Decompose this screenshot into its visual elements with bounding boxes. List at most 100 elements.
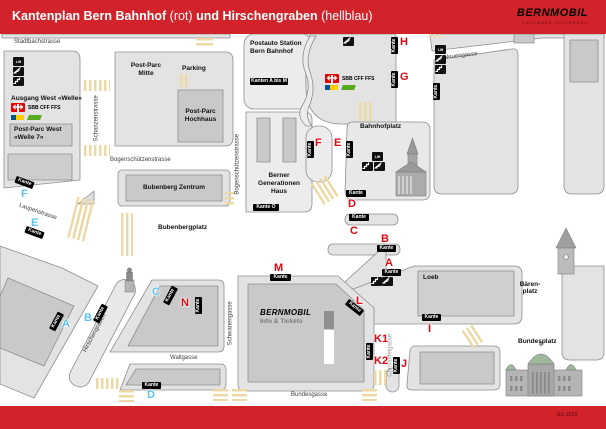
stairs-icon xyxy=(13,77,24,86)
building-bundesgasse-south-inner xyxy=(419,351,495,385)
label-postparc-mitte-2: Mitte xyxy=(138,70,154,77)
building-laupenstrasse-south-inner xyxy=(0,277,75,367)
kante-letter-j-rot: J xyxy=(401,358,408,370)
kante-badge-i: Kante xyxy=(422,314,441,321)
kante-letter-b-rot: B xyxy=(381,233,389,245)
crosswalk xyxy=(121,213,133,256)
building-generationen-wing1 xyxy=(256,117,271,163)
crosswalk xyxy=(196,38,213,47)
crosswalk xyxy=(225,192,234,205)
place-bubenbergplatz: Bubenbergplatz xyxy=(158,224,208,231)
lift-icon: Lift xyxy=(435,45,446,54)
kante-letter-i-rot: I xyxy=(428,323,432,335)
building-postparc-hochhaus xyxy=(177,89,224,143)
place-baerenplatz-line1: Bären- xyxy=(519,281,541,288)
building-postparc-west-inner2 xyxy=(7,153,73,181)
street-wallgasse: Wallgasse xyxy=(170,355,198,361)
building-kaefigturm-block xyxy=(561,265,605,361)
sbb-logo-box xyxy=(11,103,25,112)
crosswalk xyxy=(232,389,247,401)
place-baerenplatz-line2: platz xyxy=(522,288,538,295)
label-generationen-3: Haus xyxy=(271,188,287,195)
transit-logo-yellow xyxy=(325,85,338,90)
transit-logo-green xyxy=(341,85,356,90)
crosswalk xyxy=(362,389,377,401)
kante-letter-e-rot: E xyxy=(334,137,342,149)
crosswalk xyxy=(180,74,189,87)
kante-badge-g: Kante xyxy=(391,71,398,88)
lift-icon: Lift xyxy=(13,57,24,66)
kante-letter-d-blau: D xyxy=(147,389,155,401)
title-note2: (hellblau) xyxy=(321,9,373,23)
kante-letter-l-rot: L xyxy=(356,295,363,307)
label-generationen-1: Berner xyxy=(268,172,290,179)
crosswalk xyxy=(429,34,441,38)
footer-bar: Juli 2023 xyxy=(0,406,606,429)
kante-letter-n-rot: N xyxy=(181,297,189,309)
kante-letter-k1-rot: K1 xyxy=(374,333,389,345)
building-east-upper-inner xyxy=(569,39,599,83)
label-postparc-mitte-1: Post-Parc xyxy=(130,62,162,69)
kante-badge-a-rot: Kante xyxy=(382,269,401,276)
page-title: Kantenplan Bern Bahnhof (rot) und Hirsch… xyxy=(12,9,373,23)
street-christoffelgasse: Christoffelgasse xyxy=(387,333,394,377)
crosswalk xyxy=(359,102,372,121)
title-note1: (rot) xyxy=(169,9,193,23)
kante-badge-m: Kante xyxy=(270,274,291,281)
kante-letter-k2-rot: K2 xyxy=(374,355,389,367)
map-canvas: Stadtbachstrasse Schanzenstrasse Bogensc… xyxy=(0,34,606,406)
sbb-logo-box xyxy=(325,74,339,83)
label-postauto-2: Bern Bahnhof xyxy=(250,48,293,55)
street-bogenschuetzenstrasse: Bogenschützenstrasse xyxy=(110,157,171,163)
bubenberg-monument xyxy=(124,267,135,293)
kante-letter-f-blau: F xyxy=(21,188,28,200)
crosswalk xyxy=(96,378,121,389)
building-wallgasse-south-inner xyxy=(125,368,221,386)
kante-letter-m-rot: M xyxy=(274,262,284,274)
label-generationen-2: Generationen xyxy=(258,180,300,187)
kante-badge-d-blau: Kante xyxy=(142,382,161,389)
building-generationen-wing2 xyxy=(282,117,297,163)
kante-letter-d-rot: D xyxy=(348,198,356,210)
kante-badge-neuengasse: Kante xyxy=(433,83,440,100)
label-postparc-west-1: Post-Parc West xyxy=(14,126,62,133)
building-postparc-west-inner xyxy=(9,123,73,147)
kante-letter-h-rot: H xyxy=(400,36,408,48)
label-ausgang-west: Ausgang West «Welle» xyxy=(11,95,82,102)
kaefigturm-illustration xyxy=(555,227,577,275)
building-bubenberg-zentrum-inner xyxy=(125,174,223,202)
crosswalk xyxy=(213,389,228,401)
title-main1: Kantenplan Bern Bahnhof xyxy=(12,9,167,23)
stairs-icon xyxy=(371,277,382,286)
title-main2: und Hirschengraben xyxy=(196,9,318,23)
escalator-icon xyxy=(13,67,24,76)
street-schanzenstrasse: Schanzenstrasse xyxy=(93,95,100,142)
street-stadtbachstrasse: Stadtbachstrasse xyxy=(14,39,61,45)
stairs-icon xyxy=(362,162,373,171)
bernmobil-dark-bar xyxy=(324,311,334,329)
label-postparc-west-2: «Welle 7» xyxy=(14,134,44,141)
street-bogenschuetzenstrasse-vertical: Bogenschützenstrasse xyxy=(234,133,241,195)
kante-badge-e-rot: Kante xyxy=(346,141,353,158)
bundeshaus-illustration xyxy=(505,341,583,397)
stairs-icon xyxy=(435,65,446,74)
label-loeb: Loeb xyxy=(423,274,439,281)
kante-badge-b-rot: Kante xyxy=(377,245,396,252)
building-bernmobil-inner xyxy=(247,283,365,383)
footer-version: Juli 2023 xyxy=(556,412,578,418)
transit-logo-yellow xyxy=(11,115,24,120)
label-postparc-hochhaus-1: Post-Parc xyxy=(185,108,216,115)
street-bundesgasse: Bundesgasse xyxy=(291,392,328,398)
bernmobil-logo: BERNMOBIL xyxy=(516,7,588,19)
kante-badge-o: Kante O xyxy=(253,204,279,211)
kante-badge-c-rot: Kante xyxy=(349,214,369,221)
crosswalk xyxy=(84,80,110,91)
building-neuengasse-south xyxy=(433,48,519,195)
building-inner-northeast xyxy=(513,34,535,44)
escalator-icon xyxy=(343,37,354,46)
escalator-icon xyxy=(435,55,446,64)
lift-icon: Lift xyxy=(372,152,383,161)
escalator-icon xyxy=(374,162,385,171)
kante-badge-range: Kanten A bis M xyxy=(250,78,288,85)
